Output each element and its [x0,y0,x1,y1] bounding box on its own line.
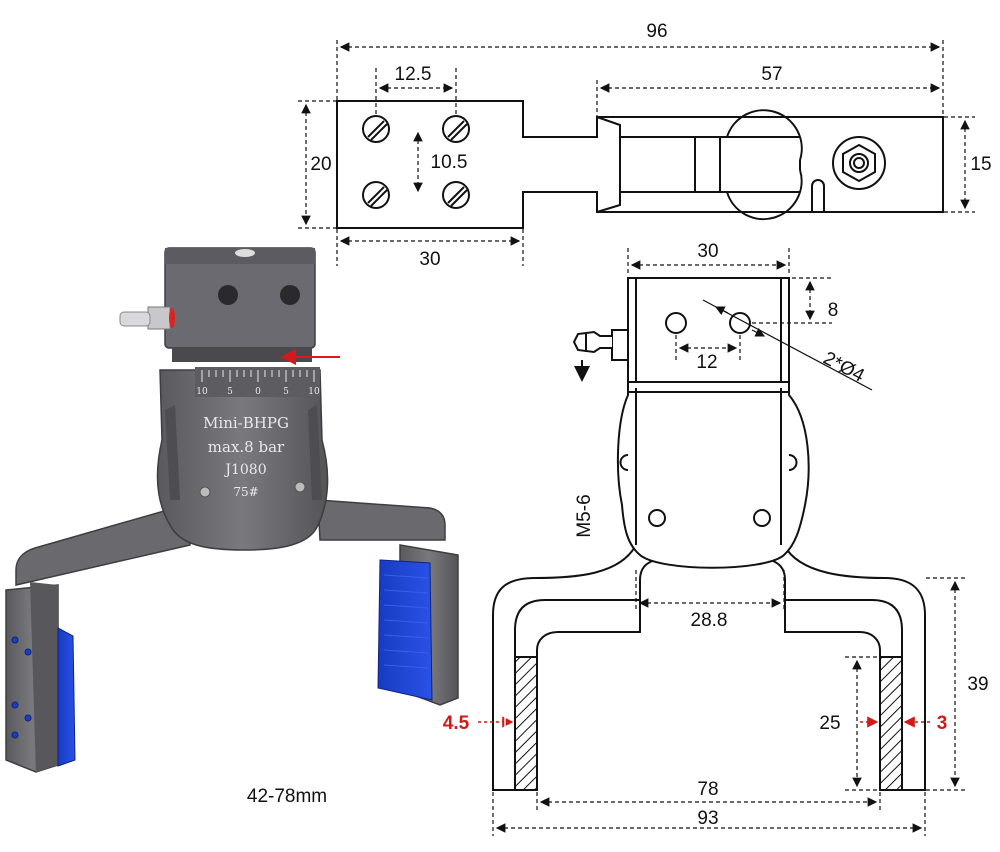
left-arm [15,504,191,586]
gripper-body [616,277,810,569]
top-view: 96 57 12.5 10.5 20 15 30 [298,21,992,270]
top-view-outline [336,100,944,229]
body-hole [729,312,751,334]
body-hole [665,312,687,334]
engraving-code: J1080 [223,462,266,478]
dim-base-width: 28.8 [691,610,728,631]
screw-icon [442,181,470,209]
dim-hole-pitch-y: 10.5 [431,152,468,173]
scale-tick-label: 5 [227,387,233,397]
front-view: 30 8 12 2*Ø4 M5-6 28.8 39 25 4.5 3 78 93 [443,241,989,836]
dim-pad-thickness-right: 3 [937,713,948,734]
product-photo: 10 5 0 5 10 Mini-BHPG max.8 bar J1080 75… [5,247,459,807]
left-blue-pad [57,627,76,767]
mounting-holes [362,115,470,209]
screw-icon [442,115,470,143]
photo-hole [280,285,300,305]
top-view-body-features [596,109,825,221]
photo-air-fitting-icon [119,306,175,330]
right-blue-pad [377,559,433,701]
jaw-outline [492,544,926,791]
body-hole [648,509,666,527]
dim-outer-span: 93 [697,808,718,829]
screw-icon [362,181,390,209]
air-fitting-icon [572,329,629,382]
dim-body-length: 57 [761,64,782,85]
dim-hole-pitch-x: 12.5 [395,64,432,85]
dim-plate-width: 30 [419,249,440,270]
body-hole [753,509,771,527]
scale-tick-label: 5 [283,387,289,397]
right-arm [317,499,446,541]
dim-hole-spacing: 12 [696,352,717,373]
dim-top-width: 30 [697,241,718,262]
scale-tick-label: 10 [196,387,208,397]
dim-jaw-height: 39 [967,674,988,695]
dim-pad-height: 25 [819,713,840,734]
engraving-number: 75# [233,485,258,499]
scale-tick-label: 0 [255,387,261,397]
dim-hole-offset: 8 [828,300,839,321]
dim-overall-length: 96 [646,21,667,42]
dim-inner-span: 78 [697,779,718,800]
photo-hole [218,285,238,305]
scale-tick-label: 10 [308,387,320,397]
hex-nut-icon [832,136,886,190]
dim-body-height: 15 [970,154,991,175]
dim-hole-callout: 2*Ø4 [820,348,868,387]
dim-pad-thickness-left: 4.5 [443,713,470,734]
left-pad [514,656,538,791]
engraving-model: Mini-BHPG [203,414,289,432]
screw-icon [362,115,390,143]
photo-body [156,369,329,551]
right-pad [879,656,903,791]
engraving-pressure: max.8 bar [208,438,285,456]
dim-plate-height: 20 [310,154,331,175]
stroke-range-caption: 42-78mm [247,786,327,807]
port-thread-label: M5-6 [574,494,595,537]
